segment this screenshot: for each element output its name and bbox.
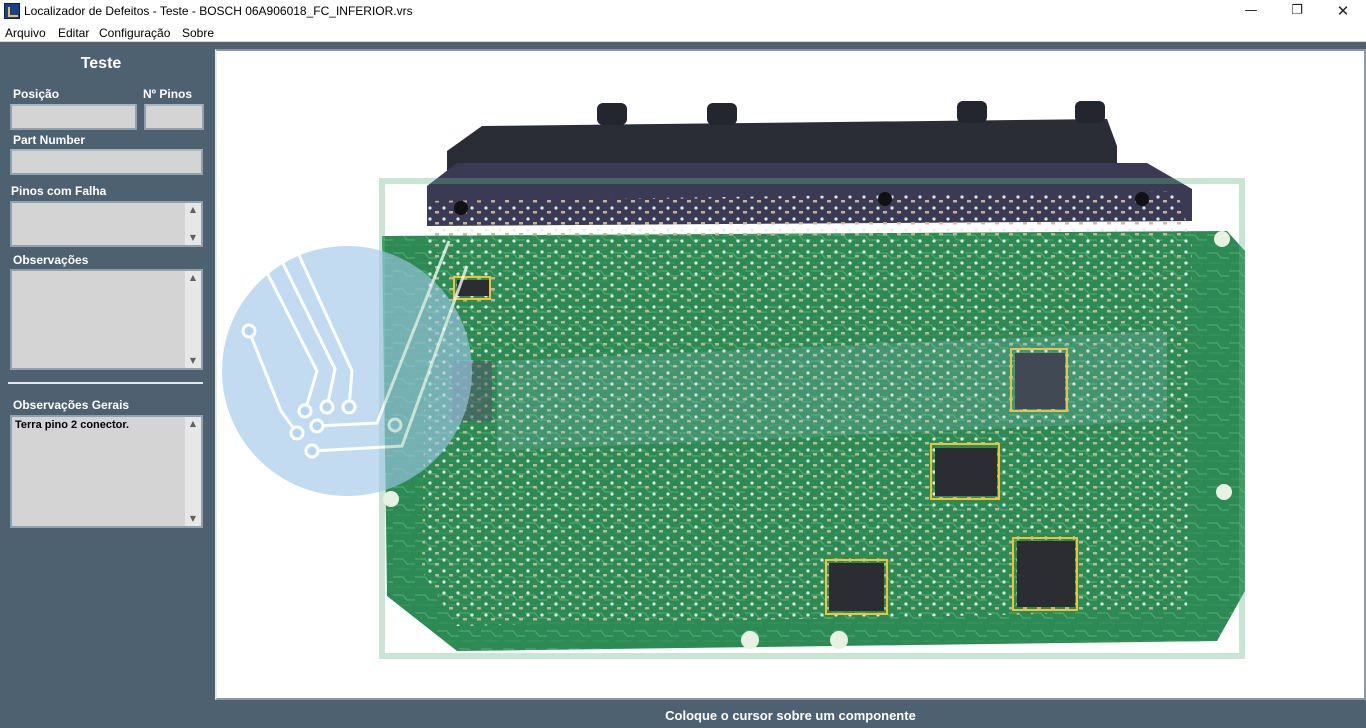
observacoes-gerais-field[interactable]: Terra pino 2 conector. ▲ ▼ bbox=[10, 415, 203, 528]
posicao-field[interactable] bbox=[10, 104, 137, 130]
menu-sobre[interactable]: Sobre bbox=[182, 26, 215, 40]
window-title: Localizador de Defeitos - Teste - BOSCH … bbox=[24, 4, 413, 18]
divider bbox=[8, 382, 203, 384]
partnumber-label: Part Number bbox=[13, 133, 86, 147]
menu-bar: Arquivo Editar Configuração Sobre bbox=[0, 23, 1366, 42]
observacoes-gerais-value: Terra pino 2 conector. bbox=[15, 419, 130, 431]
npinos-field[interactable] bbox=[144, 104, 204, 130]
scrollbar[interactable]: ▲ ▼ bbox=[185, 271, 201, 368]
menu-configuracao[interactable]: Configuração bbox=[99, 26, 171, 40]
npinos-label: Nº Pinos bbox=[143, 87, 193, 101]
partnumber-field[interactable] bbox=[10, 149, 203, 175]
minimize-icon[interactable]: — bbox=[1244, 3, 1258, 18]
component-highlight bbox=[1012, 537, 1078, 611]
component-highlight bbox=[1010, 348, 1068, 412]
connector-post bbox=[1075, 101, 1105, 123]
scroll-up-icon[interactable]: ▲ bbox=[189, 205, 197, 214]
board-view[interactable] bbox=[215, 49, 1366, 700]
menu-editar[interactable]: Editar bbox=[58, 26, 90, 40]
ic-chip bbox=[457, 280, 489, 296]
observacoes-label: Observações bbox=[13, 253, 89, 267]
title-bar: Localizador de Defeitos - Teste - BOSCH … bbox=[0, 0, 1366, 23]
component-highlight bbox=[825, 559, 888, 615]
scroll-down-icon[interactable]: ▼ bbox=[189, 514, 197, 523]
status-text: Coloque o cursor sobre um componente bbox=[665, 708, 916, 723]
ic-chip bbox=[829, 563, 884, 611]
scroll-down-icon[interactable]: ▼ bbox=[189, 233, 197, 242]
component-highlight bbox=[930, 443, 1000, 500]
posicao-label: Posição bbox=[13, 87, 60, 101]
scroll-up-icon[interactable]: ▲ bbox=[189, 273, 197, 282]
connector-post bbox=[597, 103, 627, 125]
menu-arquivo[interactable]: Arquivo bbox=[5, 26, 46, 40]
pcb-image[interactable] bbox=[217, 51, 1364, 698]
connector-post bbox=[957, 101, 987, 123]
pinos-falha-field[interactable]: ▲ ▼ bbox=[10, 201, 203, 247]
test-panel: Teste Posição Nº Pinos Part Number Pinos… bbox=[0, 42, 215, 702]
restore-icon[interactable]: ❐ bbox=[1291, 3, 1303, 18]
watermark-logo bbox=[222, 228, 1167, 496]
scroll-down-icon[interactable]: ▼ bbox=[189, 356, 197, 365]
close-icon[interactable]: ✕ bbox=[1336, 2, 1350, 20]
status-bar: Coloque o cursor sobre um componente bbox=[215, 702, 1366, 728]
scrollbar[interactable]: ▲ ▼ bbox=[185, 417, 201, 526]
scroll-up-icon[interactable]: ▲ bbox=[189, 419, 197, 428]
pinos-falha-label: Pinos com Falha bbox=[11, 184, 107, 198]
observacoes-field[interactable]: ▲ ▼ bbox=[10, 269, 203, 370]
ic-chip bbox=[935, 448, 997, 496]
panel-title: Teste bbox=[80, 55, 122, 72]
component-highlight bbox=[453, 276, 491, 300]
connector-post bbox=[707, 103, 737, 125]
observacoes-gerais-label: Observações Gerais bbox=[13, 398, 130, 412]
app-icon bbox=[4, 3, 20, 19]
ic-chip bbox=[1015, 353, 1065, 409]
scrollbar[interactable]: ▲ ▼ bbox=[185, 203, 201, 245]
ic-chip bbox=[1017, 541, 1075, 607]
